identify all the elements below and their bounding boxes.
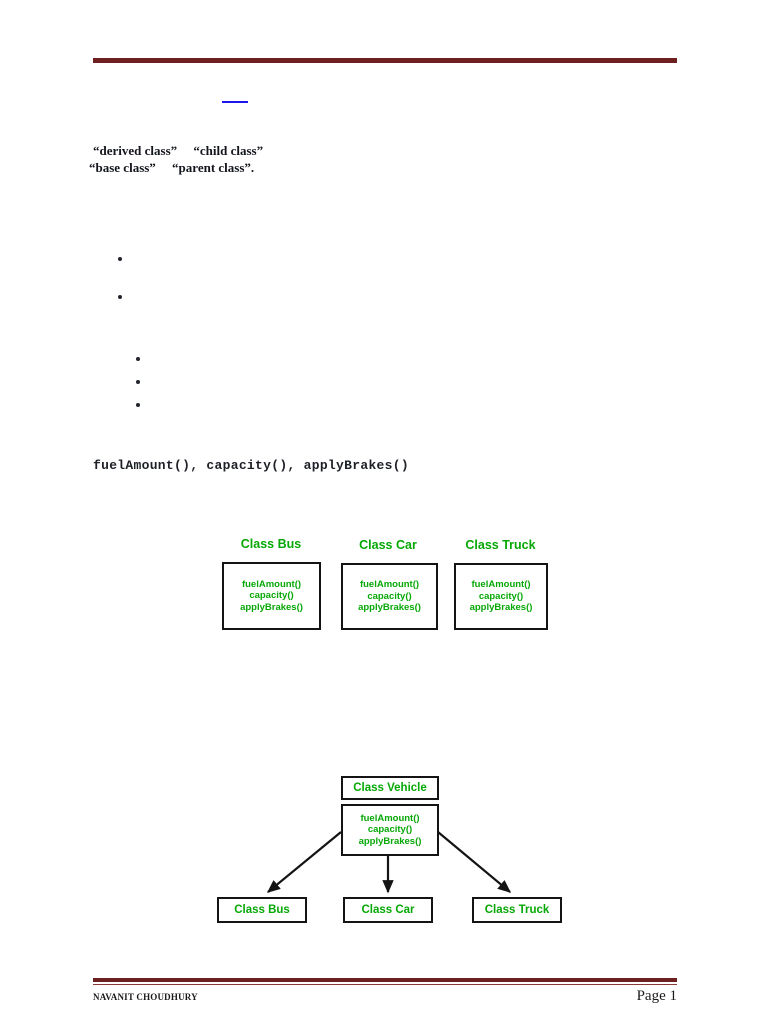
code-method-list: fuelAmount(), capacity(), applyBrakes() — [93, 458, 409, 473]
hierarchy-box-truck: Class Truck — [472, 897, 562, 923]
hierarchy-box-bus: Class Bus — [217, 897, 307, 923]
hierarchy-box-vehicle: Class Vehicle — [341, 776, 439, 800]
method-label: capacity() — [478, 590, 524, 602]
footer-author: NAVANIT CHOUDHURY — [93, 992, 198, 1002]
hierarchy-label-vehicle: Class Vehicle — [353, 782, 427, 794]
method-label: applyBrakes() — [358, 835, 422, 847]
method-label: capacity() — [367, 590, 412, 602]
method-label: capacity() — [367, 824, 413, 836]
bullet-marker-3 — [136, 357, 140, 361]
arrow-to-bus — [266, 831, 342, 893]
method-label: fuelAmount() — [360, 812, 420, 824]
method-label: capacity() — [249, 590, 294, 602]
sibling-title-car: Class Car — [359, 538, 417, 552]
sibling-box-car: fuelAmount() capacity() applyBrakes() — [341, 563, 438, 630]
method-label: fuelAmount() — [471, 579, 531, 591]
method-label: applyBrakes() — [358, 602, 421, 614]
bullet-marker-2 — [118, 295, 122, 299]
sibling-box-truck: fuelAmount() capacity() applyBrakes() — [454, 563, 548, 630]
method-label: fuelAmount() — [241, 578, 302, 590]
hyperlink-underline[interactable] — [222, 101, 248, 103]
hierarchy-label-bus: Class Bus — [234, 904, 290, 916]
quoted-terms-line-2: “base class” “parent class”. — [89, 160, 255, 175]
sibling-box-bus: fuelAmount() capacity() applyBrakes() — [222, 562, 321, 630]
sibling-title-truck: Class Truck — [465, 538, 536, 552]
footer-rule-thick — [93, 978, 677, 982]
footer-rule-thin — [93, 984, 677, 985]
method-label: applyBrakes() — [240, 601, 303, 613]
arrow-to-truck — [437, 831, 512, 893]
bullet-marker-1 — [118, 257, 122, 261]
bullet-marker-4 — [136, 380, 140, 384]
inheritance-hierarchy-diagram: Class Vehicle fuelAmount() capacity() ap… — [200, 770, 570, 930]
header-rule — [93, 58, 677, 63]
hierarchy-box-car: Class Car — [343, 897, 433, 923]
hierarchy-arrows — [266, 831, 512, 894]
hierarchy-label-car: Class Car — [361, 904, 415, 916]
bullet-marker-5 — [136, 403, 140, 407]
method-label: applyBrakes() — [469, 602, 533, 614]
hierarchy-box-vehicle-methods: fuelAmount() capacity() applyBrakes() — [341, 804, 439, 856]
method-label: fuelAmount() — [359, 579, 420, 591]
hierarchy-label-truck: Class Truck — [484, 904, 550, 916]
footer-page-number: Page 1 — [636, 988, 677, 1004]
quoted-terms-line-1: “derived class” “child class” — [93, 143, 264, 158]
sibling-title-bus: Class Bus — [240, 537, 302, 551]
